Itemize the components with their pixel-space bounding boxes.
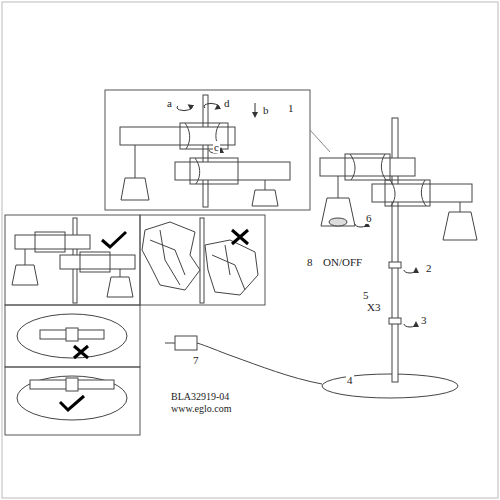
table-lamp-stroke (320, 158, 415, 176)
callout-label: 7 (192, 354, 200, 366)
callout-label: 8 (306, 256, 314, 268)
correct-assembly-stroke (80, 252, 110, 272)
callout-label: c (213, 141, 220, 153)
callout-label: b (262, 104, 270, 116)
base-top-view (17, 314, 127, 420)
base-top-view-stroke (17, 376, 127, 420)
inset-detail-stroke (190, 158, 238, 184)
table-lamp-stroke (350, 154, 386, 180)
inset-detail-stroke (252, 190, 278, 206)
model-text: www.eglo.com (170, 403, 232, 414)
inset-detail-stroke (135, 145, 136, 178)
wrong-assembly-stroke (232, 230, 248, 244)
rotation-arrows-stroke (404, 324, 416, 327)
table-lamp-stroke (197, 343, 322, 384)
frames-stroke (140, 215, 265, 305)
correct-assembly (12, 218, 135, 303)
callout-label: 3 (420, 314, 428, 326)
callout-label: d (223, 97, 231, 109)
wrong-assembly-stroke (142, 222, 200, 290)
rotation-arrows-stroke (177, 106, 191, 111)
rotation-arrows-stroke (355, 224, 367, 227)
rotation-arrows-stroke (204, 103, 218, 108)
rotation-arrows (177, 103, 416, 384)
wrong-assembly-stroke (200, 218, 204, 303)
frames-stroke (310, 130, 330, 152)
wrong-assembly (142, 218, 258, 303)
callout-label: 1 (287, 102, 295, 114)
table-lamp-stroke (338, 176, 339, 198)
inset-detail-stroke (195, 158, 200, 184)
table-lamp (165, 118, 477, 398)
inset-detail-stroke (175, 162, 290, 180)
table-lamp-stroke (389, 262, 401, 268)
table-lamp-stroke (322, 374, 458, 398)
callout-label: 5 (362, 289, 370, 301)
wrong-assembly-stroke (205, 240, 258, 295)
table-lamp-stroke (321, 198, 355, 226)
callout-label: 6 (365, 212, 373, 224)
table-lamp-stroke (390, 180, 426, 206)
inset-detail-stroke (121, 178, 149, 200)
correct-assembly-stroke (15, 235, 90, 249)
correct-assembly-stroke (12, 265, 38, 285)
inset-detail (120, 95, 290, 207)
table-lamp-stroke (443, 212, 477, 240)
rotation-arrows-stroke (404, 270, 416, 273)
inset-detail-stroke (203, 95, 208, 207)
frames-stroke (105, 90, 310, 210)
correct-assembly-stroke (120, 269, 121, 277)
callout-label: a (166, 97, 173, 109)
correct-assembly-stroke (25, 249, 26, 265)
correct-assembly-stroke (107, 277, 133, 297)
inset-detail-stroke (265, 180, 266, 190)
callout-label: 4 (346, 374, 354, 386)
base-top-view-stroke (66, 328, 78, 341)
table-lamp-stroke (165, 343, 175, 344)
base-top-view-stroke (17, 314, 127, 358)
frames-stroke (5, 367, 140, 435)
frames-stroke (5, 215, 140, 305)
table-lamp-stroke (385, 180, 430, 206)
table-lamp-stroke (389, 318, 401, 324)
base-top-view-stroke (74, 346, 88, 358)
wrong-assembly-stroke (212, 245, 245, 290)
base-top-view-stroke (66, 378, 78, 391)
callout-label: X3 (366, 301, 381, 313)
wrong-assembly-stroke (150, 230, 185, 285)
inset-detail-stroke (180, 123, 228, 149)
correct-assembly-stroke (60, 255, 135, 269)
base-top-view-stroke (60, 396, 84, 410)
correct-assembly-stroke (35, 232, 65, 252)
callout-label: ON/OFF (322, 256, 363, 268)
table-lamp-stroke (460, 202, 461, 212)
table-lamp-stroke (329, 218, 347, 226)
callout-label: 2 (425, 262, 433, 274)
frames-stroke (5, 305, 140, 367)
rotation-arrows-stroke (255, 103, 256, 115)
table-lamp-stroke (345, 154, 390, 180)
correct-assembly-stroke (102, 232, 126, 247)
model-text: BLA32919-04 (170, 391, 230, 402)
table-lamp-stroke (175, 336, 197, 350)
